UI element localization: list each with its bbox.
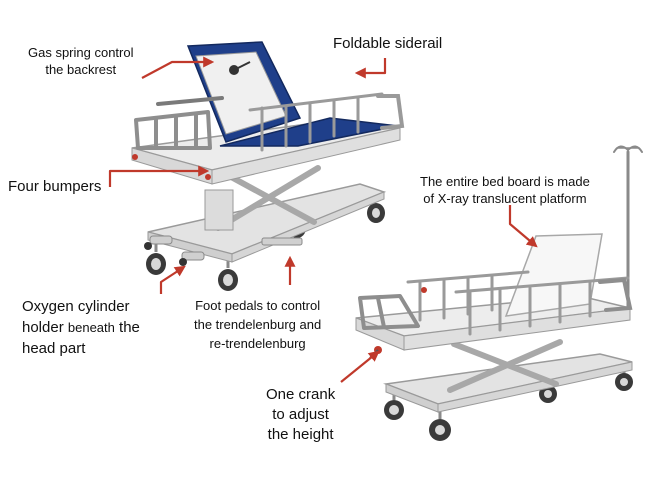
label-oxygen-line2b: beneath bbox=[67, 320, 115, 335]
scissor-lift bbox=[447, 339, 563, 393]
wheel-icon bbox=[146, 253, 166, 275]
oxygen-cylinder-holder bbox=[149, 235, 205, 261]
siderail-head bbox=[358, 294, 420, 330]
arrow-gas-spring bbox=[141, 56, 215, 79]
iv-pole bbox=[613, 145, 643, 312]
foot-pedal bbox=[261, 237, 303, 246]
stretcher-white bbox=[355, 145, 643, 441]
label-foot-pedals-line2: the trendelenburg and bbox=[194, 317, 322, 332]
arrow-siderail bbox=[354, 58, 387, 79]
siderail-left bbox=[134, 110, 212, 150]
label-bed-board: The entire bed board is made of X-ray tr… bbox=[420, 173, 590, 207]
callout-arrows bbox=[108, 56, 538, 383]
wheel-icon bbox=[429, 419, 451, 441]
label-gas-spring-line2: the backrest bbox=[45, 62, 117, 77]
bumper-icon bbox=[205, 174, 211, 180]
label-oxygen-line1: Oxygen cylinder bbox=[22, 298, 130, 315]
label-gas-spring: Gas spring control the backrest bbox=[28, 44, 134, 78]
label-crank-line1: One crank bbox=[266, 386, 336, 403]
arrow-board bbox=[508, 205, 538, 248]
label-bed-board-line2: of X-ray translucent platform bbox=[423, 191, 587, 206]
label-gas-spring-line1: Gas spring control bbox=[28, 45, 134, 60]
label-foot-pedals: Foot pedals to control the trendelenburg… bbox=[194, 296, 321, 353]
stretcher-blue bbox=[131, 41, 405, 291]
siderail-long bbox=[406, 270, 630, 336]
wheel-icon bbox=[218, 269, 238, 291]
label-bed-board-line1: The entire bed board is made bbox=[420, 174, 590, 189]
bumper-icon bbox=[132, 154, 138, 160]
wheel-icon bbox=[367, 203, 385, 223]
arrow-oxygen bbox=[159, 265, 186, 294]
label-oxygen-line2a: holder bbox=[22, 319, 64, 336]
label-foldable-siderail: Foldable siderail bbox=[333, 35, 443, 52]
stretcher-white-wheels bbox=[384, 373, 633, 441]
wheel-icon bbox=[384, 400, 404, 420]
label-oxygen-line3: head part bbox=[22, 340, 86, 357]
bumper-icon bbox=[421, 287, 427, 293]
siderail-right bbox=[248, 92, 405, 152]
label-oxygen-line2c: the bbox=[119, 319, 140, 336]
gas-spring bbox=[229, 61, 251, 75]
wheel-icon bbox=[615, 373, 633, 391]
xray-board bbox=[504, 233, 603, 317]
arrow-crank bbox=[340, 350, 380, 383]
label-crank: One crank to adjust the height bbox=[266, 385, 335, 445]
label-oxygen-holder: Oxygen cylinder holder beneath the head … bbox=[22, 296, 140, 359]
label-foot-pedals-line3: re-trendelenburg bbox=[209, 336, 306, 351]
label-crank-line3: the height bbox=[267, 426, 334, 443]
label-foot-pedals-line1: Foot pedals to control bbox=[195, 298, 321, 313]
label-crank-line2: to adjust bbox=[272, 406, 329, 423]
arrow-bumpers bbox=[108, 165, 210, 187]
scissor-lift bbox=[215, 165, 321, 231]
label-four-bumpers: Four bumpers bbox=[8, 178, 102, 195]
